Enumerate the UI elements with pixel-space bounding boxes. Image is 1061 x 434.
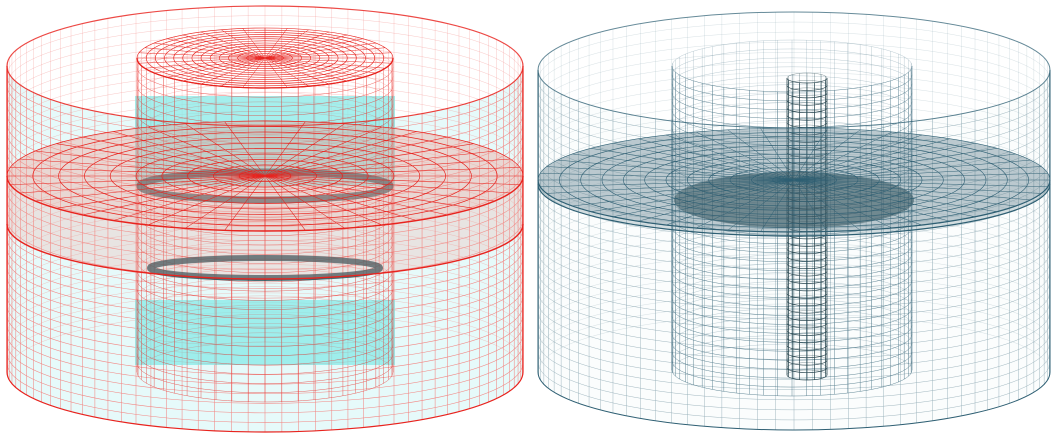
red-mesh-cylinder-model [6, 5, 524, 433]
right-model-group [537, 11, 1051, 431]
right-mesh-panel [530, 0, 1061, 434]
left-mesh-panel [0, 0, 530, 434]
blue-mesh-cylinder-model [537, 11, 1051, 431]
outer-bottom-rim [6, 371, 524, 433]
middle-disk [537, 127, 1051, 237]
outer-bottom-rim [537, 371, 1051, 431]
middle-disk [6, 120, 524, 280]
lower-dark-ring [147, 255, 383, 281]
left-model-group [6, 5, 524, 433]
top-cap-mesh [136, 27, 394, 89]
